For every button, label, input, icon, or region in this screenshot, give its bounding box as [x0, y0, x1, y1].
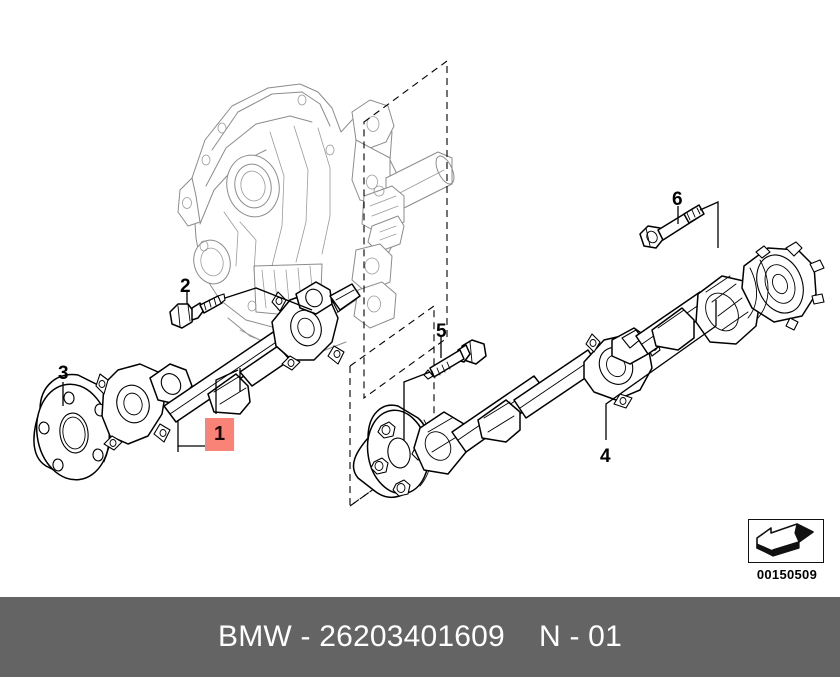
bolt-part-2: [169, 287, 313, 329]
callout-3-label[interactable]: 3: [58, 363, 69, 384]
bolt-part-6: [639, 200, 719, 249]
footer-part-label: BMW - 26203401609 N - 01: [218, 620, 622, 653]
callout-4-label[interactable]: 4: [600, 446, 611, 467]
front-propeller-shaft-part-1: [95, 281, 361, 451]
footer-bar: BMW - 26203401609 N - 01: [0, 597, 840, 677]
callout-1-badge[interactable]: 1: [205, 418, 235, 451]
ref-number: 00150509: [756, 567, 818, 582]
bolt-part-5: [403, 336, 487, 440]
callout-2-label[interactable]: 2: [180, 276, 191, 297]
ref-frame: [748, 519, 824, 563]
3d-arrow-icon: [756, 523, 814, 557]
leader-callout-4: [605, 300, 717, 440]
reference-box: 00150509: [748, 519, 826, 582]
transfer-case-ghost: [177, 83, 455, 357]
technical-drawing: .ln { fill:none; stroke:#000; stroke-wid…: [33, 59, 825, 508]
diagram-canvas: .ln { fill:none; stroke:#000; stroke-wid…: [33, 59, 826, 582]
callout-5-label[interactable]: 5: [436, 321, 447, 342]
callout-6-label[interactable]: 6: [672, 189, 683, 210]
rear-propeller-shaft-part-4: [352, 241, 825, 498]
leader-callout-1: [177, 368, 241, 452]
flex-disc-part-3: [33, 373, 116, 481]
